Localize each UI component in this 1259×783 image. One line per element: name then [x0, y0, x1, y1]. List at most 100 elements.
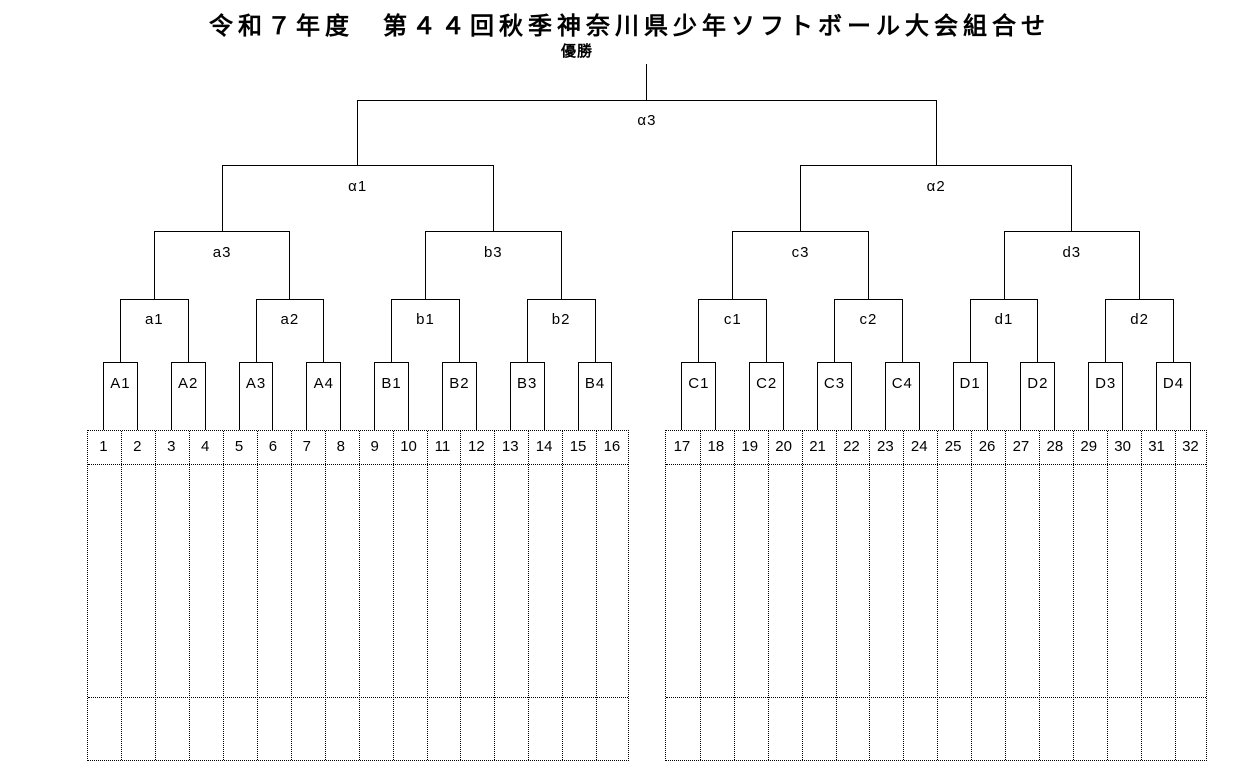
- match-label-r1-d2: D2: [1027, 374, 1049, 392]
- bracket-connector: [170, 362, 172, 430]
- bracket-connector: [391, 299, 393, 363]
- slot-number: 28: [1046, 437, 1064, 455]
- table-column-separator: [189, 430, 191, 760]
- slot-number: 9: [370, 437, 379, 455]
- bracket-connector: [509, 362, 511, 430]
- table-column-separator: [290, 430, 292, 760]
- bracket-connector: [408, 362, 410, 430]
- bracket-bar: [884, 362, 920, 363]
- match-label-r1-b3: B3: [517, 374, 538, 392]
- match-label-r1-a2: A2: [178, 374, 199, 392]
- match-label-qf-b3: b3: [483, 243, 503, 261]
- match-label-r1-d3: D3: [1095, 374, 1117, 392]
- bracket-connector: [475, 362, 477, 430]
- table-column-separator: [801, 430, 803, 760]
- bracket-bar: [119, 298, 189, 300]
- match-label-r1-c3: C3: [823, 374, 846, 392]
- slot-number: 19: [741, 437, 759, 455]
- table-column-separator: [257, 430, 258, 760]
- bracket-connector: [187, 299, 189, 363]
- bracket-connector: [1020, 362, 1022, 430]
- tournament-title: 令和７年度 第４４回秋季神奈川県少年ソフトボール大会組合せ: [209, 13, 1050, 40]
- bracket-bar: [817, 362, 852, 363]
- match-label-r2-b2: b2: [551, 311, 571, 328]
- table-row-separator: [666, 697, 1207, 698]
- table-column-separator: [1174, 430, 1176, 760]
- bracket-bar: [509, 362, 545, 363]
- match-label-qf-d3: d3: [1062, 243, 1082, 261]
- bracket-connector: [1122, 362, 1124, 430]
- bracket-bar: [1105, 298, 1174, 300]
- bracket-bar: [221, 165, 494, 166]
- bracket-bar: [357, 99, 937, 101]
- bracket-bar: [1020, 362, 1056, 363]
- match-label-r1-a3: A3: [245, 374, 267, 392]
- slot-number: 16: [603, 437, 621, 455]
- bracket-connector: [969, 299, 971, 363]
- table-column-separator: [733, 430, 735, 760]
- bracket-connector: [935, 100, 937, 166]
- bracket-connector: [884, 362, 886, 430]
- match-label-r1-a1: A1: [110, 374, 131, 392]
- slot-number: 17: [673, 437, 691, 455]
- bracket-bar: [238, 362, 274, 363]
- slot-number: 7: [302, 437, 311, 455]
- bracket-connector: [594, 299, 596, 363]
- table-column-separator: [1038, 430, 1040, 760]
- table-column-separator: [937, 430, 939, 760]
- match-label-r2-a2: a2: [280, 311, 300, 328]
- bracket-connector: [1003, 231, 1005, 299]
- bracket-connector: [425, 231, 426, 299]
- bracket-connector: [1156, 362, 1158, 430]
- bracket-connector: [1139, 231, 1141, 299]
- match-label-r1-b2: B2: [449, 374, 470, 392]
- bracket-connector: [357, 100, 359, 166]
- slot-number: 11: [434, 437, 451, 455]
- table-column-separator: [1140, 430, 1142, 760]
- match-label-r2-c2: c2: [859, 311, 878, 328]
- bracket-connector: [834, 299, 835, 363]
- champion-line: [646, 64, 648, 100]
- match-label-qf-c3: c3: [791, 243, 810, 261]
- match-label-sf-alpha1: α1: [348, 177, 368, 195]
- bracket-connector: [289, 231, 291, 299]
- bracket-connector: [715, 362, 717, 430]
- bracket-connector: [901, 299, 903, 363]
- bracket-bar: [732, 231, 869, 232]
- match-label-r1-b1: B1: [381, 374, 402, 392]
- table-column-separator: [699, 430, 701, 760]
- slot-number: 32: [1182, 437, 1199, 455]
- bracket-connector: [1088, 362, 1090, 430]
- champion-label: 優勝: [560, 43, 594, 60]
- table-column-separator: [835, 430, 837, 760]
- match-label-r1-d4: D4: [1162, 374, 1185, 392]
- bracket-connector: [153, 231, 155, 299]
- bracket-connector: [323, 299, 325, 363]
- bracket-bar: [1088, 362, 1124, 363]
- match-label-r2-a1: a1: [144, 311, 164, 328]
- bracket-bar: [374, 362, 410, 363]
- bracket-connector: [441, 362, 443, 430]
- bracket-connector: [749, 362, 751, 430]
- slot-number: 1: [99, 437, 108, 455]
- slot-number: 26: [978, 437, 996, 455]
- table-column-separator: [903, 430, 905, 760]
- bracket-bar: [969, 298, 1039, 300]
- table-column-separator: [562, 430, 564, 760]
- table-column-separator: [324, 430, 326, 760]
- bracket-bar: [441, 362, 477, 363]
- table-column-separator: [1072, 430, 1074, 760]
- bracket-bar: [1003, 231, 1141, 232]
- bracket-bar: [526, 298, 596, 300]
- bracket-connector: [783, 362, 785, 430]
- slot-number: 6: [268, 437, 278, 455]
- table-column-separator: [121, 430, 123, 760]
- bracket-connector: [543, 362, 545, 430]
- bracket-connector: [800, 165, 802, 232]
- slot-number: 21: [809, 437, 826, 455]
- slot-number: 23: [876, 437, 894, 455]
- bracket-connector: [1054, 362, 1056, 430]
- bracket-connector: [119, 299, 121, 363]
- bracket-bar: [306, 362, 342, 363]
